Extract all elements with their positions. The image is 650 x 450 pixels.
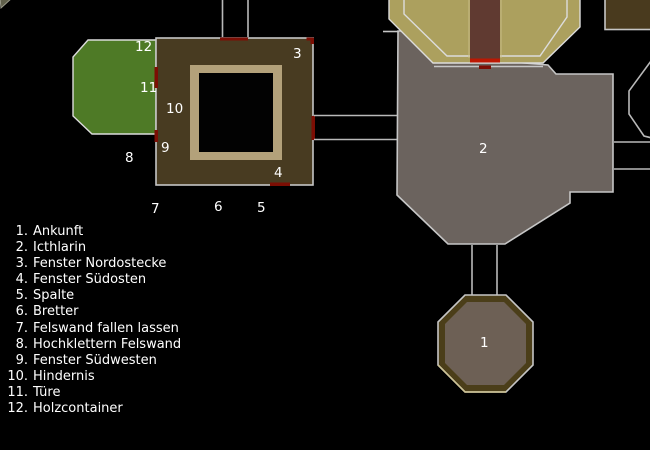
legend-item-number: 8. (15, 336, 28, 352)
legend-item-label: Fenster Nordostecke (33, 256, 167, 272)
legend-item: 11. Türe (7, 385, 181, 401)
legend-item: 5. Spalte (7, 288, 181, 304)
window-northeast-marker-side (310, 38, 314, 44)
door-marker (154, 67, 158, 88)
east-window-marker (311, 116, 315, 140)
legend-item-number: 9. (15, 352, 28, 368)
temple-aisle-carpet (470, 0, 500, 59)
legend-item-label: Fenster Südosten (33, 272, 147, 288)
legend-item: 3. Fenster Nordostecke (7, 256, 181, 272)
legend-item-label: Bretter (33, 304, 79, 320)
legend-item-number: 3. (15, 256, 28, 272)
legend-item-number: 7. (15, 320, 28, 336)
map-label-11: 11 (140, 80, 157, 96)
legend-item-number: 10. (7, 368, 28, 384)
map-label-5: 5 (257, 200, 266, 216)
map-label-8: 8 (125, 150, 134, 166)
inner-courtyard (199, 73, 273, 152)
arrival-octagon-highlight (437, 364, 506, 393)
north-entrance-marker (220, 37, 248, 41)
legend: 1. Ankunft 2. Icthlarin 3. Fenster Nordoste… (7, 224, 181, 417)
storeroom-building (604, 0, 650, 31)
legend-item-label: Hochklettern Felswand (33, 336, 182, 352)
legend-item-number: 12. (7, 401, 28, 417)
legend-item: 6. Bretter (7, 304, 181, 320)
legend-item-label: Hindernis (33, 368, 95, 384)
map-label-6: 6 (214, 199, 223, 215)
legend-item: 4. Fenster Südosten (7, 272, 181, 288)
legend-item-label: Holzcontainer (33, 401, 123, 417)
window-northeast-marker (306, 37, 314, 41)
hall-door-marker (479, 65, 491, 69)
legend-item-number: 5. (15, 288, 28, 304)
map-label-2: 2 (479, 141, 488, 157)
legend-item: 7. Felswand fallen lassen (7, 321, 181, 337)
legend-item-label: Spalte (33, 288, 75, 304)
legend-item-number: 4. (15, 272, 28, 288)
arrival-octagon-floor (445, 302, 526, 385)
map-label-4: 4 (274, 165, 283, 181)
legend-item-number: 1. (15, 224, 28, 239)
legend-item: 10. Hindernis (7, 369, 181, 385)
legend-item-label: Fenster Südwesten (33, 352, 157, 368)
map-label-7: 7 (151, 201, 160, 217)
legend-item-label: Türe (33, 384, 61, 400)
window-southeast-marker (270, 182, 290, 186)
map-label-9: 9 (161, 140, 170, 156)
legend-item-number: 2. (15, 240, 28, 256)
legend-item-label: Icthlarin (33, 240, 87, 256)
map-edge-fragment (0, 0, 11, 10)
legend-item-number: 6. (15, 304, 28, 320)
window-southwest-marker (154, 130, 158, 142)
octagon-room-outline (628, 61, 650, 139)
map-label-1: 1 (480, 335, 489, 351)
legend-item: 12. Holzcontainer (7, 401, 181, 417)
legend-item-label: Ankunft (33, 224, 84, 239)
legend-item-number: 11. (7, 384, 28, 400)
legend-item: 8. Hochklettern Felswand (7, 336, 182, 353)
map-label-3: 3 (293, 46, 302, 62)
legend-item: 1. Ankunft (7, 224, 181, 240)
map-label-10: 10 (166, 101, 183, 117)
legend-item: 2. Icthlarin (7, 240, 181, 256)
legend-item-label: Felswand fallen lassen (33, 320, 179, 336)
map-label-12: 12 (135, 39, 152, 55)
legend-item: 9. Fenster Südwesten (7, 353, 181, 369)
temple-door-marker (470, 58, 500, 63)
